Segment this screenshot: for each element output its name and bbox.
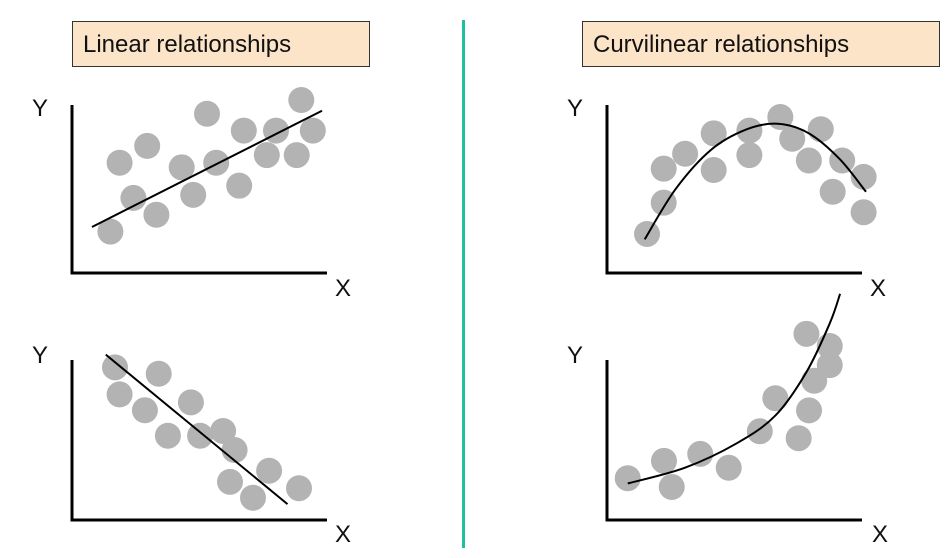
data-point: [796, 397, 823, 424]
x-axis-label: X: [335, 521, 351, 548]
panel-linear-positive: YX: [32, 87, 351, 302]
data-point: [850, 163, 877, 190]
panel-curvilinear-exponential: YX: [567, 293, 888, 548]
data-point: [299, 117, 326, 144]
data-point: [819, 178, 846, 205]
data-point: [658, 473, 685, 500]
x-axis-label: X: [870, 275, 886, 302]
data-point: [614, 465, 641, 492]
linear-relationships-title: Linear relationships: [72, 21, 370, 67]
data-point: [283, 142, 310, 169]
data-point: [736, 117, 763, 144]
data-point: [143, 201, 170, 228]
data-point: [187, 422, 214, 449]
data-point: [168, 154, 195, 181]
y-axis-label: Y: [32, 95, 48, 122]
data-point: [793, 320, 820, 347]
data-point: [807, 116, 834, 143]
y-axis-label: Y: [32, 342, 48, 369]
data-point: [779, 125, 806, 152]
data-point: [120, 184, 147, 211]
data-point: [131, 397, 158, 424]
panel-curvilinear-inverted-u: YX: [567, 95, 886, 302]
trend-line: [627, 293, 842, 485]
data-point: [217, 468, 243, 495]
x-axis-label: X: [335, 275, 351, 302]
data-point: [650, 155, 677, 182]
data-point: [97, 218, 124, 245]
data-point: [785, 425, 812, 452]
data-point: [288, 87, 315, 113]
data-point: [687, 440, 714, 467]
data-point: [194, 100, 220, 127]
x-axis-label: X: [872, 521, 888, 548]
data-point: [210, 417, 237, 444]
data-point: [816, 352, 843, 379]
data-point: [850, 199, 877, 226]
data-point: [240, 484, 266, 511]
data-point: [203, 149, 230, 176]
curvilinear-relationships-title: Curvilinear relationships: [582, 21, 940, 67]
trend-line: [643, 122, 867, 240]
data-point: [102, 354, 128, 381]
y-axis-label: Y: [567, 342, 583, 369]
data-point: [253, 142, 280, 169]
data-point: [180, 181, 207, 208]
data-point: [700, 120, 727, 147]
data-point: [762, 385, 789, 412]
trend-line: [91, 109, 323, 228]
data-point: [672, 140, 699, 167]
data-point: [650, 447, 677, 474]
data-point: [795, 147, 822, 174]
panel-linear-negative: YX: [32, 342, 351, 548]
data-point: [736, 142, 763, 169]
data-point: [221, 437, 248, 464]
data-point: [700, 157, 727, 184]
data-point: [145, 360, 172, 387]
data-point: [226, 172, 253, 199]
data-point: [154, 422, 181, 449]
trend-line: [105, 353, 289, 505]
data-point: [106, 149, 133, 176]
data-point: [263, 117, 289, 144]
data-point: [106, 381, 133, 408]
data-point: [256, 457, 283, 484]
data-point: [715, 454, 742, 481]
data-point: [286, 475, 312, 502]
data-point: [134, 132, 161, 159]
section-divider: [462, 20, 465, 548]
y-axis-label: Y: [567, 95, 583, 122]
data-point: [230, 117, 257, 144]
data-point: [177, 389, 204, 416]
